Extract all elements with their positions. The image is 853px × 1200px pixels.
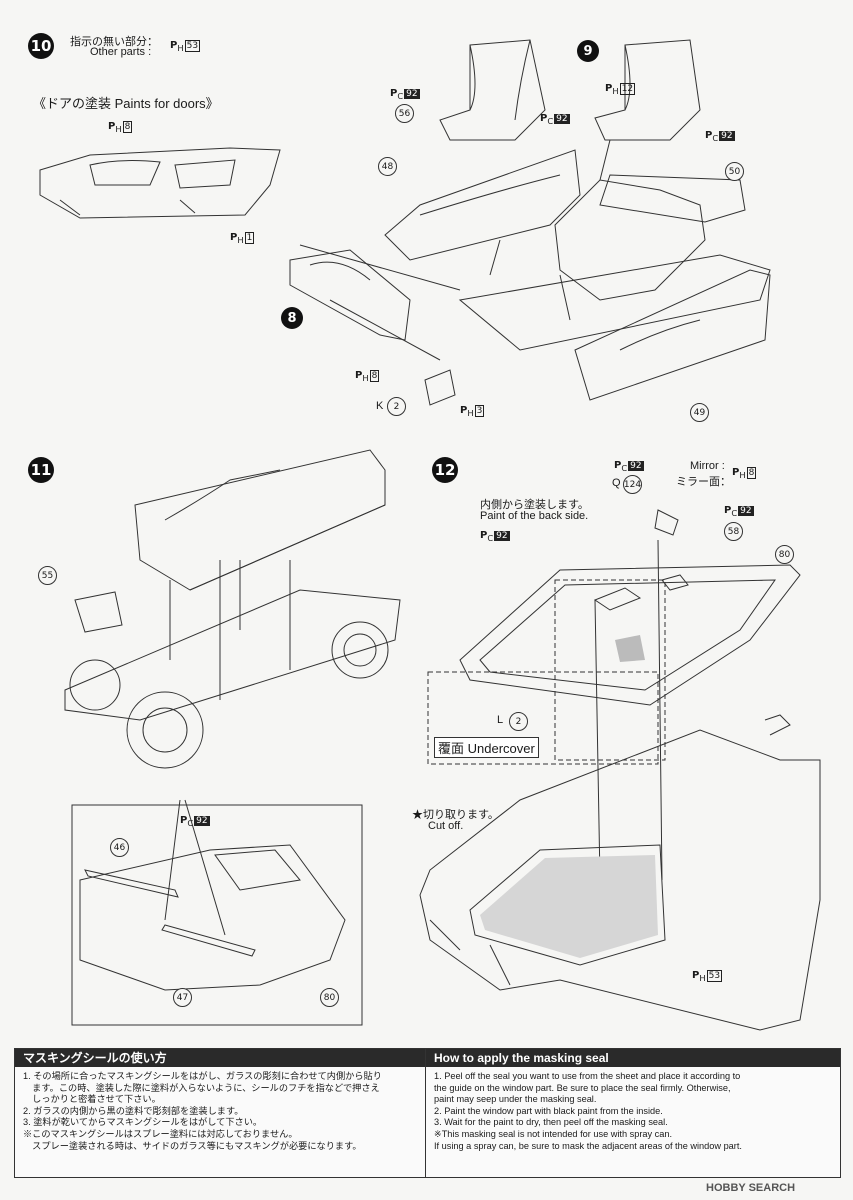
- en-line: 3. Wait for the paint to dry, then peel …: [434, 1117, 668, 1128]
- part-58: 58: [724, 522, 743, 541]
- inside-paint-en: Paint of the back side.: [480, 510, 589, 522]
- part-50: 50: [725, 162, 744, 181]
- en-line: the guide on the window part. Be sure to…: [434, 1082, 731, 1093]
- part-80-mask: 80: [320, 988, 339, 1007]
- part-49: 49: [690, 403, 709, 422]
- jp-line: 1. その場所に合ったマスキングシールをはがし、ガラスの彫刻に合わせて内側から貼…: [23, 1071, 382, 1081]
- watermark: HOBBY SEARCH: [706, 1182, 796, 1194]
- mirror-jp: ミラー面：: [676, 476, 731, 488]
- instructions-en-title: How to apply the masking seal: [426, 1049, 840, 1067]
- jp-line: スプレー塗装される時は、サイドのガラス等にもマスキングが必要になります。: [23, 1140, 362, 1151]
- part-55: 55: [38, 566, 57, 585]
- step-10-number: 10: [28, 33, 54, 59]
- undercover-label: 覆面 Undercover: [434, 737, 539, 758]
- masking-seal-instructions: マスキングシールの使い方 1. その場所に合ったマスキングシールをはがし、ガラス…: [14, 1048, 841, 1178]
- step-11-number: 11: [28, 457, 54, 483]
- en-line: If using a spray can, be sure to mask th…: [434, 1140, 742, 1151]
- jp-line: ※このマスキングシールはスプレー塗料には対応しておりません。: [23, 1128, 298, 1139]
- other-parts-en: Other parts :: [90, 46, 152, 58]
- part-47: 47: [173, 988, 192, 1007]
- en-line: ※This masking seal is not intended for u…: [434, 1128, 673, 1139]
- instructions-en-lines: 1. Peel off the seal you want to use fro…: [426, 1067, 840, 1152]
- instructions-jp-lines: 1. その場所に合ったマスキングシールをはがし、ガラスの彫刻に合わせて内側から貼…: [15, 1067, 425, 1152]
- part-9: 9: [577, 40, 599, 62]
- jp-line: 3. 塗料が乾いてからマスキングシールをはがして下さい。: [23, 1117, 263, 1128]
- jp-line: ます。この時、塗装した際に塗料が入らないように、シールのフチを指などで押さえ: [23, 1082, 380, 1093]
- en-line: paint may seep under the masking seal.: [434, 1094, 597, 1105]
- door-paint-title: 《ドアの塗装 Paints for doors》: [33, 96, 219, 111]
- part-q: Q: [612, 477, 621, 489]
- part-56: 56: [395, 104, 414, 123]
- other-parts-jp: 指示の無い部分：: [70, 36, 158, 48]
- jp-line: 2. ガラスの内側から黒の塗料で彫刻部を塗装します。: [23, 1105, 244, 1116]
- mirror-en: Mirror :: [690, 460, 725, 472]
- en-line: 1. Peel off the seal you want to use fro…: [434, 1071, 741, 1081]
- part-l2: 2: [509, 712, 528, 731]
- step-12-number: 12: [432, 457, 458, 483]
- instructions-jp: マスキングシールの使い方 1. その場所に合ったマスキングシールをはがし、ガラス…: [15, 1049, 426, 1177]
- cutoff-jp: ★切り取ります。: [412, 809, 499, 821]
- part-q124: 124: [623, 475, 642, 494]
- en-line: 2. Paint the window part with black pain…: [434, 1105, 663, 1116]
- jp-line: しっかりと密着させて下さい。: [23, 1094, 161, 1105]
- inside-paint-jp: 内側から塗装します。: [480, 499, 589, 511]
- instructions-en: How to apply the masking seal 1. Peel of…: [426, 1049, 840, 1177]
- part-48: 48: [378, 157, 397, 176]
- part-k2: 2: [387, 397, 406, 416]
- instructions-jp-title: マスキングシールの使い方: [15, 1049, 425, 1067]
- part-46: 46: [110, 838, 129, 857]
- cutoff-en: Cut off.: [428, 820, 464, 832]
- part-8: 8: [281, 307, 303, 329]
- part-k: K: [376, 400, 384, 412]
- part-l: L: [497, 714, 504, 726]
- part-80-windshield: 80: [775, 545, 794, 564]
